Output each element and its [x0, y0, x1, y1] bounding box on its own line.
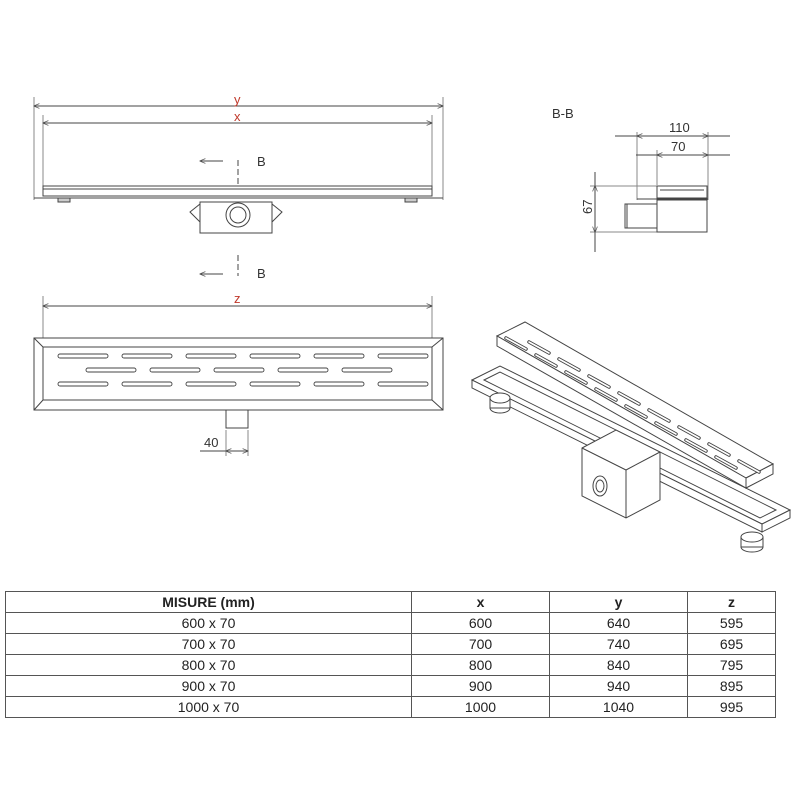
cell-x: 900 [411, 675, 550, 697]
dim-40-label: 40 [204, 435, 218, 450]
dim-y-label: y [234, 92, 241, 107]
cell-y: 640 [549, 612, 688, 634]
header-y: y [549, 591, 688, 613]
table-row: 1000 x 70 1000 1040 995 [5, 696, 776, 718]
cell-size: 600 x 70 [5, 612, 412, 634]
section-mark-lower: B [257, 266, 266, 281]
header-x: x [411, 591, 550, 613]
cell-x: 700 [411, 633, 550, 655]
front-view [34, 97, 443, 276]
cell-size: 1000 x 70 [5, 696, 412, 718]
table-row: 800 x 70 800 840 795 [5, 654, 776, 676]
cell-size: 800 x 70 [5, 654, 412, 676]
cell-size: 700 x 70 [5, 633, 412, 655]
cell-x: 600 [411, 612, 550, 634]
section-title: B-B [552, 106, 574, 121]
section-mark-upper: B [257, 154, 266, 169]
dim-67-label: 67 [580, 200, 595, 214]
table-row: 600 x 70 600 640 595 [5, 612, 776, 634]
dim-x-label: x [234, 109, 241, 124]
dim-70-label: 70 [671, 139, 685, 154]
cell-z: 895 [687, 675, 776, 697]
technical-drawing: y x B B z 40 [0, 92, 792, 553]
cell-y: 740 [549, 633, 688, 655]
sizes-table: MISURE (mm) x y z 600 x 70 600 640 595 7… [5, 591, 776, 718]
cell-y: 1040 [549, 696, 688, 718]
cell-x: 800 [411, 654, 550, 676]
table-row: 700 x 70 700 740 695 [5, 633, 776, 655]
cell-y: 940 [549, 675, 688, 697]
cell-x: 1000 [411, 696, 550, 718]
cell-z: 595 [687, 612, 776, 634]
cell-z: 695 [687, 633, 776, 655]
cell-y: 840 [549, 654, 688, 676]
section-view [590, 132, 730, 252]
table-row: 900 x 70 900 940 895 [5, 675, 776, 697]
cell-z: 995 [687, 696, 776, 718]
cell-z: 795 [687, 654, 776, 676]
isometric-grate-slots [504, 336, 761, 474]
dim-110-label: 110 [669, 120, 690, 135]
header-misure: MISURE (mm) [5, 591, 412, 613]
dim-z-label: z [234, 291, 241, 306]
cell-size: 900 x 70 [5, 675, 412, 697]
table-header-row: MISURE (mm) x y z [5, 591, 776, 613]
top-view [33, 296, 444, 456]
grate-slots [57, 353, 429, 387]
isometric-view [470, 321, 792, 553]
header-z: z [687, 591, 776, 613]
